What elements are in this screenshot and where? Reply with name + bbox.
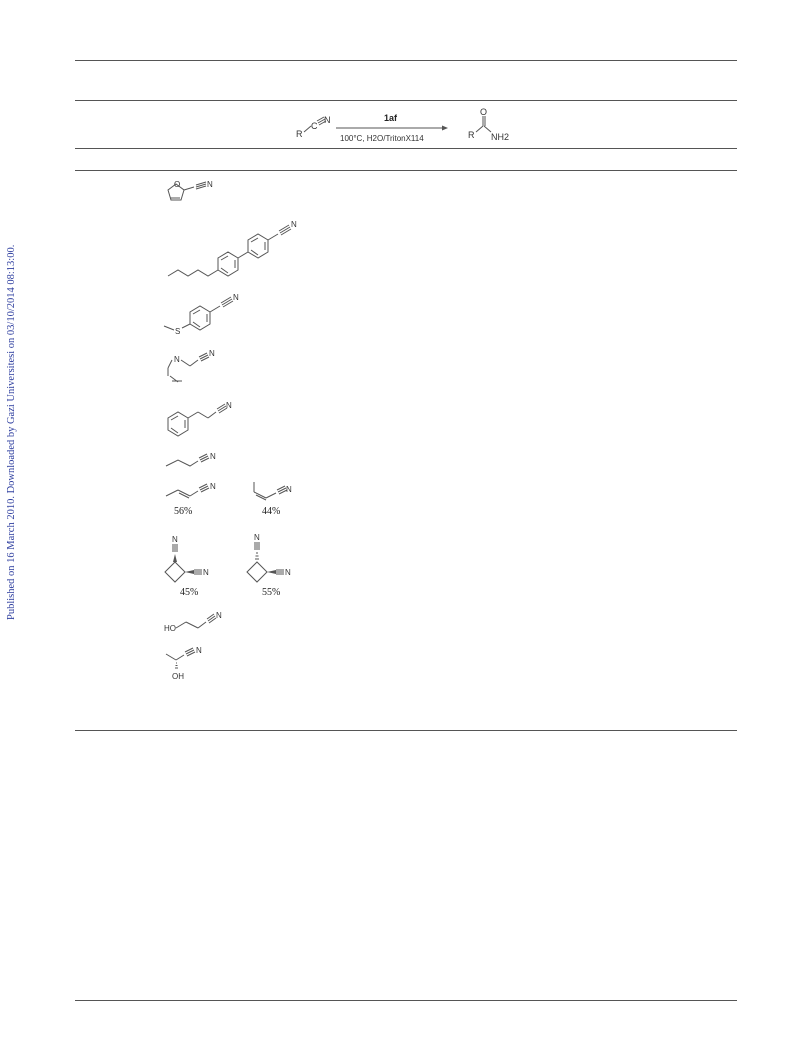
scheme-product-r: R — [468, 130, 475, 140]
scheme-reactant-c: C — [311, 121, 318, 131]
scheme-product-nh2: NH2 — [491, 132, 509, 142]
svg-text:N: N — [207, 180, 213, 189]
structure-crotononitrile-z: N — [253, 482, 292, 501]
ratio-crotononitrile-e: 56% — [174, 506, 193, 517]
svg-text:N: N — [174, 355, 180, 364]
table-header-rule — [75, 100, 737, 101]
scheme-reactant-n: N — [324, 115, 331, 125]
svg-text:O: O — [174, 180, 180, 189]
structure-furan-carbonitrile: O N — [167, 180, 213, 201]
svg-text:N: N — [196, 646, 202, 655]
svg-text:N: N — [291, 220, 297, 229]
publication-side-note: Published on 16 March 2010. Downloaded b… — [6, 244, 17, 620]
structure-cyclobutane-dicarbonitrile-trans: N N — [246, 533, 291, 583]
page-footer-rule — [75, 1000, 737, 1001]
svg-text:OH: OH — [172, 672, 184, 681]
scheme-bottom-rule — [75, 148, 737, 149]
structure-phenylpropanenitrile: N — [167, 401, 232, 437]
structure-lactonitrile: OH N — [165, 646, 202, 681]
structure-pyridine-acetonitrile: N N — [167, 349, 215, 383]
table-bottom-rule — [75, 730, 737, 731]
table-top-rule — [75, 60, 737, 61]
svg-text:N: N — [216, 611, 222, 620]
scheme-conditions: 100°C, H2O/TritonX114 — [340, 134, 424, 143]
structure-crotononitrile-e: N — [165, 482, 216, 499]
svg-text:N: N — [286, 485, 292, 494]
column-header-rule — [75, 170, 737, 171]
svg-text:N: N — [210, 452, 216, 461]
svg-text:N: N — [233, 293, 239, 302]
structure-butyronitrile: N — [165, 452, 216, 467]
svg-text:N: N — [172, 535, 178, 544]
svg-text:N: N — [226, 401, 232, 410]
svg-text:HO: HO — [164, 624, 176, 633]
svg-text:N: N — [203, 568, 209, 577]
reaction-scheme: R C N 1af 100°C, H2O/TritonX114 R O NH2 — [296, 107, 509, 143]
structure-cyclobutane-dicarbonitrile-cis: N N — [164, 535, 209, 583]
ratio-crotononitrile-z: 44% — [262, 506, 281, 517]
structure-pentyl-biphenyl-carbonitrile: N — [167, 220, 297, 277]
ratio-cyclobutane-trans: 55% — [262, 587, 281, 598]
structure-methylthio-benzonitrile: S N — [163, 293, 239, 336]
svg-text:N: N — [209, 349, 215, 358]
svg-text:N: N — [210, 482, 216, 491]
scheme-catalyst: 1af — [384, 113, 398, 123]
structure-hydroxypropanenitrile: HO N — [164, 611, 222, 633]
scheme-product-o: O — [480, 107, 487, 117]
svg-text:S: S — [175, 327, 180, 336]
svg-text:N: N — [254, 533, 260, 542]
svg-text:N: N — [285, 568, 291, 577]
ratio-cyclobutane-cis: 45% — [180, 587, 199, 598]
scheme-reactant-r: R — [296, 129, 303, 139]
